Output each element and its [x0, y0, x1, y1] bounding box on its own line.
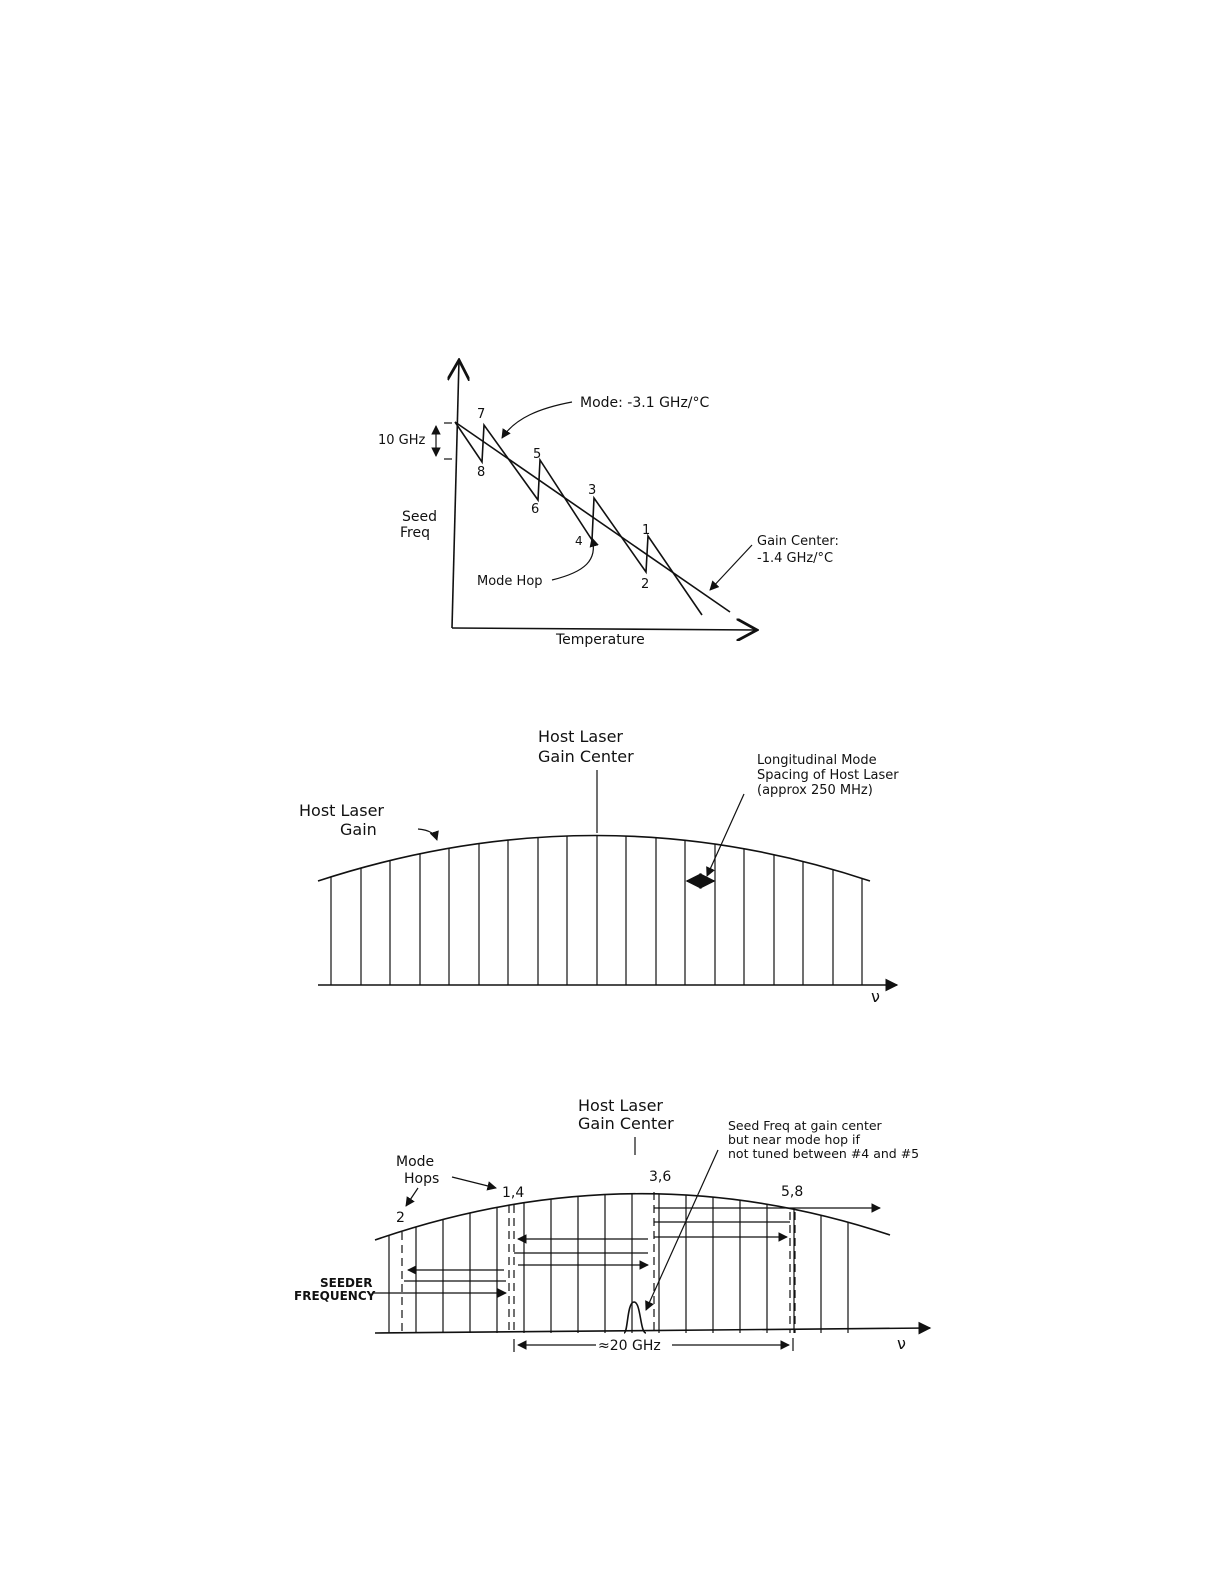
hop-label-2: 2 — [396, 1210, 405, 1226]
gain-center-title-line1: Host Laser — [578, 1096, 663, 1115]
point-label-3: 3 — [588, 483, 596, 498]
seed-frequency-peak — [623, 1301, 647, 1334]
gain-curve — [317, 834, 871, 882]
point-label-7: 7 — [477, 407, 485, 422]
seed-note-line1: Seed Freq at gain center — [728, 1118, 883, 1133]
hop-label-3-6: 3,6 — [649, 1169, 671, 1185]
figure2-host-laser-gain: Host Laser Gain Center Host Laser Gain L… — [299, 727, 899, 1006]
mode-spacing-pointer — [706, 793, 745, 877]
y-axis-label-line2: Freq — [400, 525, 430, 541]
point-label-5: 5 — [533, 447, 541, 462]
hop-label-5-8: 5,8 — [781, 1184, 803, 1200]
seed-note-line3: not tuned between #4 and #5 — [728, 1146, 919, 1161]
x-axis — [451, 628, 757, 630]
seeder-label-line2: FREQUENCY — [294, 1289, 376, 1303]
spacing-label: 10 GHz — [378, 433, 426, 448]
mode-hops-label-line2: Hops — [404, 1171, 439, 1187]
mode-hop-label: Mode Hop — [477, 574, 543, 589]
gain-center-arrow — [709, 544, 753, 591]
mode-sawtooth-line — [454, 421, 703, 616]
point-label-1: 1 — [642, 523, 650, 538]
mode-hops-arrow-right — [451, 1176, 497, 1191]
seed-note-line2: but near mode hop if — [728, 1132, 860, 1147]
x-axis-label: Temperature — [555, 632, 645, 648]
gain-label-line2: Gain — [340, 820, 377, 839]
mode-hop-markers — [401, 1192, 796, 1333]
frequency-axis-symbol: ν — [897, 1334, 906, 1353]
gain-center-label-line2: -1.4 GHz/°C — [757, 551, 833, 566]
frequency-axis-symbol: ν — [871, 987, 880, 1006]
y-axis-label-line1: Seed — [402, 509, 437, 525]
point-label-4: 4 — [575, 534, 583, 548]
point-label-8: 8 — [477, 465, 485, 480]
figure1-seed-freq-vs-temperature: 10 GHz 7 8 5 6 3 4 1 2 Mode: -3.1 GHz/°C… — [378, 360, 839, 648]
mode-spacing-label-line1: Longitudinal Mode — [757, 753, 877, 768]
gain-center-title-line2: Gain Center — [578, 1114, 674, 1133]
gain-curve — [374, 1192, 891, 1241]
gain-label-arrow — [417, 828, 439, 841]
longitudinal-modes — [330, 835, 863, 985]
seed-note-pointer — [645, 1149, 719, 1311]
gain-center-label-line1: Gain Center: — [757, 534, 839, 549]
span-label: ≈20 GHz — [598, 1338, 661, 1354]
point-label-2: 2 — [641, 577, 649, 592]
mode-slope-label: Mode: -3.1 GHz/°C — [580, 395, 710, 411]
gain-center-title-line2: Gain Center — [538, 747, 634, 766]
longitudinal-modes — [388, 1193, 849, 1333]
gain-center-title-line1: Host Laser — [538, 727, 623, 746]
mode-hops-arrow-left — [405, 1187, 419, 1207]
mode-hops-label-line1: Mode — [396, 1154, 434, 1170]
point-label-6: 6 — [531, 502, 539, 517]
figure3-mode-hops: Host Laser Gain Center Seed Freq at gain… — [294, 1096, 932, 1354]
seeder-label-line1: SEEDER — [320, 1276, 372, 1290]
mode-hop-arrow — [551, 537, 599, 581]
hop-label-1-4: 1,4 — [502, 1185, 524, 1201]
frequency-axis — [374, 1321, 932, 1335]
y-axis — [452, 360, 459, 629]
gain-label-line1: Host Laser — [299, 801, 384, 820]
seeder-sweep-arrows — [374, 1203, 881, 1298]
mode-slope-arrow — [501, 401, 573, 439]
mode-spacing-label-line2: Spacing of Host Laser — [757, 768, 899, 783]
mode-spacing-label-line3: (approx 250 MHz) — [757, 783, 873, 798]
